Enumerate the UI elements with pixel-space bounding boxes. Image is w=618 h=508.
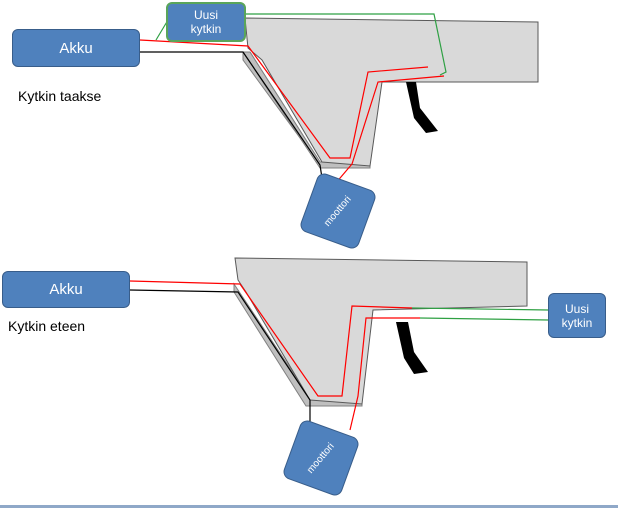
new-switch-label: Uusi kytkin xyxy=(561,301,593,330)
tool-body xyxy=(244,17,539,167)
caption-front-switch: Kytkin eteen xyxy=(8,318,86,334)
caption-rear-switch: Kytkin taakse xyxy=(18,88,102,104)
red-wire-return xyxy=(334,75,445,185)
battery-label: Akku xyxy=(59,39,93,57)
new-switch-box: Uusi kytkin xyxy=(166,2,246,42)
new-switch-label: Uusi kytkin xyxy=(190,8,222,36)
motor-label: moottori xyxy=(305,440,337,476)
red-wire xyxy=(139,39,429,159)
black-wire xyxy=(129,289,311,424)
green-wire-loop xyxy=(246,13,447,76)
new-switch-box: Uusi kytkin xyxy=(548,293,606,338)
battery-box: Akku xyxy=(2,271,130,308)
diagram-front-switch xyxy=(129,257,549,431)
battery-box: Akku xyxy=(12,29,140,67)
green-wire-return xyxy=(419,317,549,321)
tool-body xyxy=(234,257,528,405)
motor-label: moottori xyxy=(322,193,354,229)
battery-label: Akku xyxy=(49,281,83,298)
diagram-rear-switch xyxy=(139,13,539,185)
red-wire-return xyxy=(349,317,420,431)
red-wire xyxy=(129,280,413,397)
bottom-divider xyxy=(0,505,618,508)
green-wire xyxy=(411,307,549,311)
black-wire xyxy=(140,51,323,179)
trigger xyxy=(396,322,428,374)
trigger xyxy=(406,82,438,133)
